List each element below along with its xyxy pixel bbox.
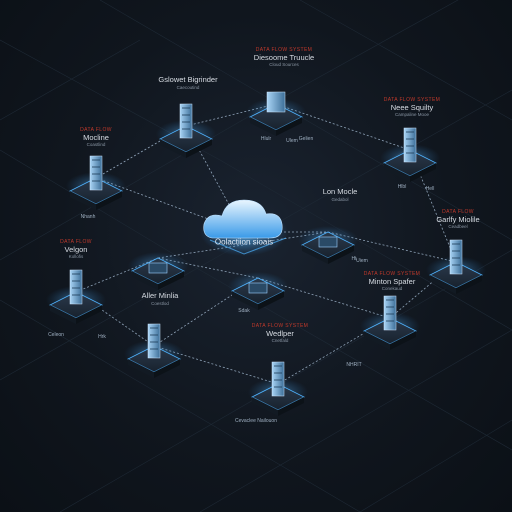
node-name: Diesoome Truucle bbox=[253, 52, 315, 62]
platform-label: Hlbl bbox=[397, 184, 407, 190]
server-icon bbox=[403, 127, 417, 163]
nodes-layer bbox=[46, 91, 486, 416]
chip-icon bbox=[148, 262, 168, 274]
cloud-icon bbox=[203, 199, 283, 239]
node-tr[interactable] bbox=[380, 127, 440, 182]
node-tag: DATA FLOW bbox=[60, 239, 92, 245]
node-tag: DATA FLOW bbox=[442, 209, 474, 215]
server-icon bbox=[271, 361, 285, 397]
node-tag: DATA FLOW SYSTEM bbox=[255, 47, 313, 53]
database-icon bbox=[266, 91, 286, 113]
node-name: Mocline bbox=[83, 132, 109, 142]
platform-label: Hell bbox=[425, 186, 435, 192]
node-name: Gslowet Bigrinder bbox=[158, 75, 218, 84]
node-sub: Cnetfald bbox=[271, 338, 289, 344]
server-icon bbox=[449, 239, 463, 275]
cloud-label: Oolactiion sioais bbox=[214, 237, 274, 247]
server-icon bbox=[383, 295, 397, 331]
node-sub: Coestlod bbox=[151, 300, 169, 306]
node-r2[interactable] bbox=[360, 295, 420, 350]
platform-label: Hrk bbox=[98, 334, 106, 340]
node-name: Aller Minlia bbox=[141, 291, 179, 300]
platform-label: Gelien bbox=[298, 136, 314, 142]
node-l2[interactable] bbox=[46, 269, 106, 324]
platform-label: Hlulr bbox=[260, 136, 272, 142]
connection-line bbox=[95, 125, 187, 179]
node-tl[interactable] bbox=[156, 103, 216, 158]
node-tag: DATA FLOW SYSTEM bbox=[383, 97, 441, 103]
platform-label: Uiem bbox=[356, 258, 368, 264]
node-sub: Coastlind bbox=[86, 142, 106, 148]
node-name: Wedlper bbox=[266, 328, 294, 338]
node-tag: DATA FLOW SYSTEM bbox=[251, 323, 309, 329]
node-name: Garlfy Miolile bbox=[436, 214, 480, 224]
chip-icon bbox=[318, 236, 338, 248]
platform-label: Sdak bbox=[238, 308, 250, 314]
node-sub: Conekaud bbox=[381, 286, 403, 292]
connection-line bbox=[257, 277, 391, 319]
node-sub: Caecoutind bbox=[176, 84, 200, 90]
node-sub: Gedabol bbox=[331, 196, 349, 202]
footer-caption: Cevaclee Nailouon bbox=[235, 418, 277, 424]
node-bot[interactable] bbox=[248, 361, 308, 416]
node-tag: DATA FLOW bbox=[80, 127, 112, 133]
node-name: Lon Mocle bbox=[322, 187, 358, 196]
node-name: Neee Squilty bbox=[390, 102, 434, 112]
node-center[interactable] bbox=[298, 226, 358, 264]
node-sub: Campaline Mooe bbox=[394, 112, 430, 118]
node-tag: DATA FLOW SYSTEM bbox=[363, 271, 421, 277]
node-r1[interactable] bbox=[426, 239, 486, 294]
server-icon bbox=[179, 103, 193, 139]
node-name: Velgon bbox=[64, 244, 88, 254]
cloud-node[interactable] bbox=[200, 199, 288, 256]
platform-label: Nhanh bbox=[80, 214, 96, 220]
node-m2[interactable] bbox=[128, 252, 188, 290]
connection-line bbox=[389, 261, 457, 319]
platform-label: Ulem bbox=[286, 138, 298, 144]
node-l1[interactable] bbox=[66, 155, 126, 210]
node-lb[interactable] bbox=[124, 323, 184, 378]
node-name: Minton Spafer bbox=[368, 276, 416, 286]
node-top[interactable] bbox=[246, 91, 306, 136]
connection-line bbox=[153, 277, 259, 347]
chip-icon bbox=[248, 282, 268, 294]
node-sub: Kollofis bbox=[68, 254, 84, 260]
node-sub: Cloud Sources bbox=[269, 62, 299, 68]
server-icon bbox=[89, 155, 103, 191]
platform-label: Ht bbox=[351, 256, 357, 262]
node-sub: Ceadbeel bbox=[448, 224, 468, 230]
platform-label: Celeon bbox=[48, 332, 64, 338]
node-m3[interactable] bbox=[228, 272, 288, 310]
server-icon bbox=[147, 323, 161, 359]
platform-label: NHRIT bbox=[346, 362, 362, 368]
server-icon bbox=[69, 269, 83, 305]
